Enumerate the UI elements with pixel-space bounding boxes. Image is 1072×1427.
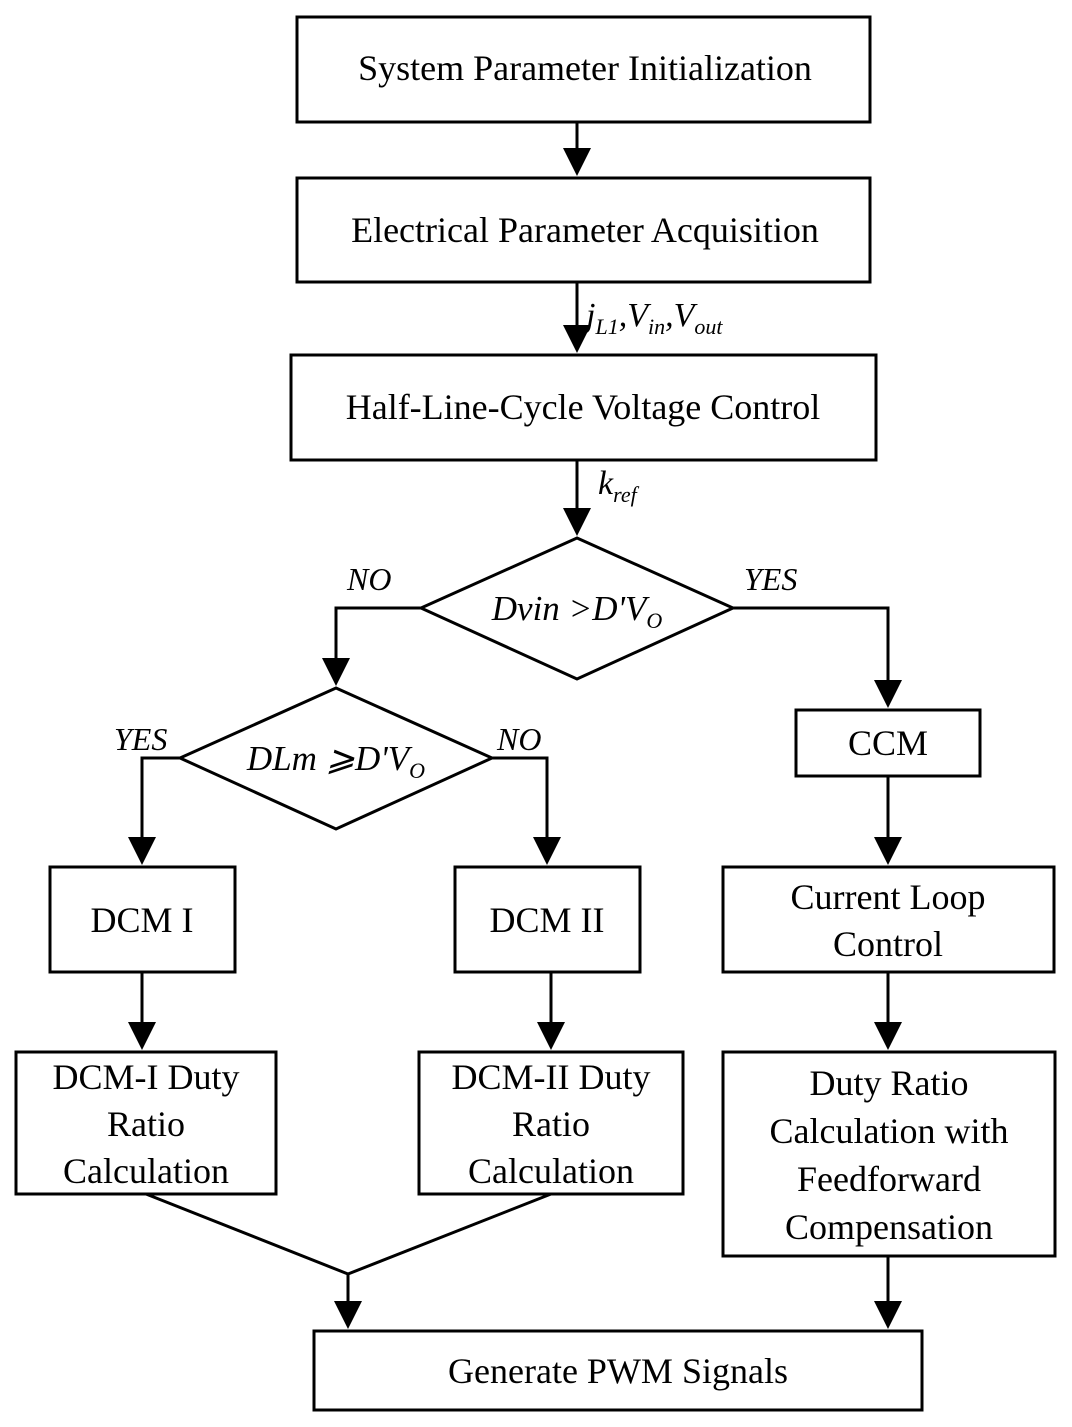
- decision1-var: Dvin: [491, 589, 560, 628]
- arrowhead-dcm1-duty: [128, 1022, 156, 1050]
- ccm-node: CCM: [794, 708, 982, 778]
- arrowhead-ccm: [874, 680, 902, 708]
- decision2-subscript: O: [409, 758, 425, 783]
- acquire-node: Electrical Parameter Acquisition: [295, 176, 872, 284]
- ccm-duty-line-1: Duty Ratio: [810, 1063, 969, 1103]
- edge-decision2-yes: [140, 756, 180, 841]
- init-label: System Parameter Initialization: [358, 48, 812, 88]
- arrowhead-pwm-left: [334, 1301, 362, 1329]
- dcm1-duty-line-2: Ratio: [107, 1104, 185, 1144]
- edge-label-decision1-no: NO: [346, 561, 391, 597]
- signal-i: j: [582, 297, 595, 334]
- current-loop-node: Current Loop Control: [721, 865, 1056, 974]
- edge-label-decision1-yes: YES: [744, 561, 797, 597]
- signal-acquire-out: jL1,Vin,Vout: [582, 297, 723, 339]
- dcm1-label: DCM I: [90, 900, 193, 940]
- arrowhead-current-loop: [874, 837, 902, 865]
- dcm2-label: DCM II: [490, 900, 605, 940]
- ccm-duty-node: Duty Ratio Calculation with Feedforward …: [721, 1050, 1057, 1258]
- signal-sep-2: ,: [665, 297, 674, 334]
- voltage-control-label: Half-Line-Cycle Voltage Control: [346, 387, 821, 427]
- signal-vin-sub: in: [648, 314, 665, 339]
- signal-voltage-out: kref: [598, 465, 640, 507]
- edge-label-decision2-yes: YES: [114, 721, 167, 757]
- arrowhead-decision2: [322, 658, 350, 686]
- init-node: System Parameter Initialization: [295, 15, 872, 124]
- arrowhead-acquire: [563, 148, 591, 176]
- edge-decision1-yes: [733, 606, 890, 684]
- acquire-label: Electrical Parameter Acquisition: [351, 210, 819, 250]
- pwm-label: Generate PWM Signals: [448, 1351, 788, 1391]
- arrowhead-dcm1: [128, 837, 156, 865]
- dcm1-duty-line-3: Calculation: [63, 1151, 229, 1191]
- current-loop-line-2: Control: [833, 924, 943, 964]
- signal-k-sub: ref: [613, 482, 640, 507]
- decision1-node: Dvin >D'VO: [417, 536, 737, 681]
- decision1-condition: Dvin >D'VO: [491, 589, 663, 633]
- edge-dcm2-duty-merge: [347, 1192, 552, 1276]
- decision2-var: DLm: [246, 739, 317, 778]
- edge-decision1-no: [334, 606, 421, 662]
- arrowhead-pwm-right: [874, 1301, 902, 1329]
- signal-i-sub: L1: [594, 314, 618, 339]
- signal-vout-sub: out: [694, 314, 723, 339]
- decision2-condition: DLm ⩾D'VO: [246, 739, 425, 783]
- arrowhead-decision1: [563, 508, 591, 536]
- edge-decision2-no: [492, 756, 549, 841]
- dcm2-duty-line-2: Ratio: [512, 1104, 590, 1144]
- ccm-duty-line-4: Compensation: [785, 1207, 993, 1247]
- decision2-node: DLm ⩾D'VO: [176, 686, 496, 831]
- decision2-rhs: D'V: [354, 739, 413, 778]
- signal-sep-1: ,: [619, 297, 628, 334]
- arrowhead-ccm-duty: [874, 1022, 902, 1050]
- edge-label-decision2-no: NO: [496, 721, 541, 757]
- connectors: [128, 122, 902, 1329]
- dcm2-duty-node: DCM-II Duty Ratio Calculation: [417, 1050, 685, 1196]
- decision2-operator: ⩾: [317, 739, 355, 778]
- ccm-duty-line-3: Feedforward: [797, 1159, 981, 1199]
- decision1-rhs: D'V: [591, 589, 650, 628]
- edge-dcm1-duty-merge: [145, 1192, 349, 1276]
- current-loop-line-1: Current Loop: [791, 877, 986, 917]
- decision1-operator: >: [560, 589, 592, 628]
- dcm1-duty-node: DCM-I Duty Ratio Calculation: [14, 1050, 278, 1196]
- ccm-duty-line-2: Calculation with: [770, 1111, 1009, 1151]
- arrowhead-voltage: [563, 325, 591, 353]
- dcm2-node: DCM II: [453, 865, 642, 974]
- dcm2-duty-line-3: Calculation: [468, 1151, 634, 1191]
- arrowhead-dcm2-duty: [537, 1022, 565, 1050]
- dcm2-duty-line-1: DCM-II Duty: [452, 1057, 651, 1097]
- dcm1-node: DCM I: [48, 865, 237, 974]
- voltage-control-node: Half-Line-Cycle Voltage Control: [289, 353, 878, 462]
- ccm-label: CCM: [848, 723, 928, 763]
- arrowhead-dcm2: [533, 837, 561, 865]
- decision1-subscript: O: [646, 608, 662, 633]
- signal-k: k: [598, 465, 614, 502]
- dcm1-duty-line-1: DCM-I Duty: [53, 1057, 240, 1097]
- pwm-node: Generate PWM Signals: [312, 1329, 924, 1412]
